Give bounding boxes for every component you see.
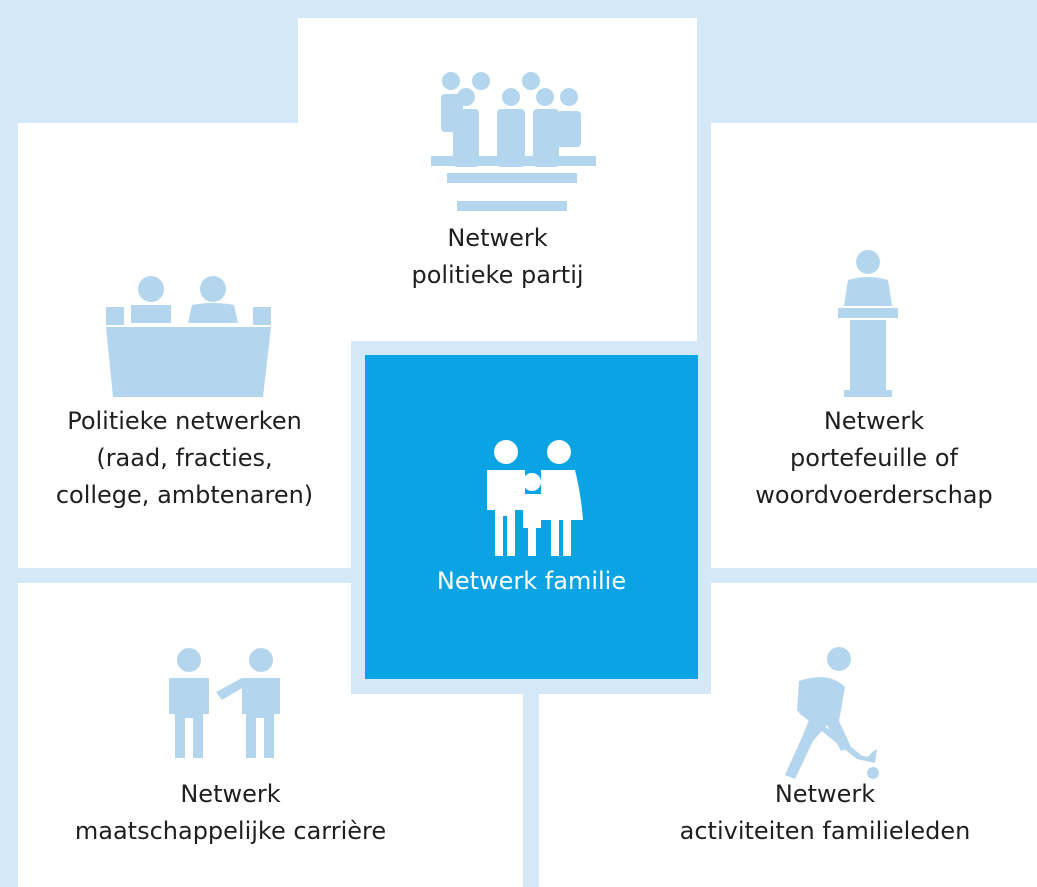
label-line: activiteiten familieleden	[679, 817, 971, 845]
label-line: maatschappelijke carrière	[74, 817, 387, 845]
label-line: Netwerk	[447, 224, 548, 252]
node-portefeuille: Netwerk portefeuille of woordvoerderscha…	[711, 123, 1037, 568]
label-portefeuille: Netwerk portefeuille of woordvoerderscha…	[711, 403, 1037, 514]
label-line: Netwerk	[823, 407, 925, 435]
family-icon	[487, 440, 583, 556]
label-line: Netwerk	[180, 780, 281, 808]
label-line: Netwerk familie	[436, 567, 627, 595]
label-maatschappelijke-carriere: Netwerk maatschappelijke carrière	[18, 776, 443, 850]
node-familie: Netwerk familie	[365, 355, 698, 679]
label-line: woordvoerderschap	[755, 481, 993, 509]
label-activiteiten-familieleden: Netwerk activiteiten familieleden	[625, 776, 1025, 850]
hockey-player-icon	[785, 647, 879, 779]
panel-table-icon	[106, 276, 271, 397]
label-line: college, ambtenaren)	[55, 481, 314, 509]
label-line: Netwerk	[774, 780, 876, 808]
label-line: portefeuille of	[790, 444, 958, 472]
label-line: politieke partij	[411, 261, 584, 289]
group-on-podium-icon	[431, 72, 596, 211]
node-politieke-partij: Netwerk politieke partij	[298, 18, 697, 341]
node-maatschappelijke-carriere: Netwerk maatschappelijke carrière	[18, 583, 523, 887]
node-politieke-netwerken: Politieke netwerken (raad, fracties, col…	[18, 123, 351, 568]
label-politieke-netwerken: Politieke netwerken (raad, fracties, col…	[18, 403, 351, 514]
label-familie: Netwerk familie	[365, 563, 698, 600]
label-politieke-partij: Netwerk politieke partij	[298, 220, 697, 294]
label-line: (raad, fracties,	[96, 444, 273, 472]
speaker-lectern-icon	[838, 250, 898, 397]
label-line: Politieke netwerken	[67, 407, 302, 435]
two-people-talking-icon	[169, 648, 280, 758]
